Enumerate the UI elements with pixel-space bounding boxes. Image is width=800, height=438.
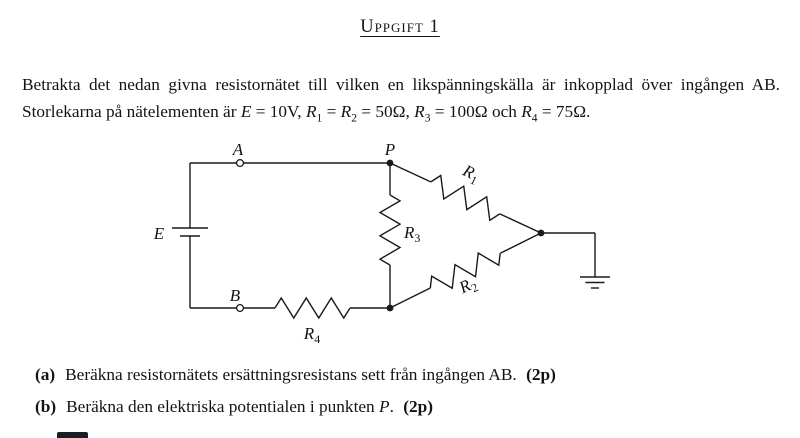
problem-statement: Betrakta det nedan givna resistornätet t…	[22, 71, 780, 125]
label-r4-sub: 4	[314, 332, 320, 346]
variable-r2: R	[340, 102, 352, 122]
question-a: (a) Beräkna resistornätets ersättningsres…	[35, 365, 556, 385]
variable-r3: R	[414, 102, 425, 122]
node-p-dot	[386, 159, 394, 167]
label-a: A	[232, 140, 244, 159]
variable-r1: R	[305, 102, 317, 122]
text-run-och: och	[491, 102, 517, 122]
question-b-points: (2p)	[403, 397, 433, 416]
variable-e: E	[240, 102, 252, 122]
equals: =	[322, 102, 341, 122]
wire-r1-end	[499, 213, 542, 234]
ground-symbol	[580, 233, 610, 289]
label-r3-base: R	[403, 223, 415, 242]
variable-r4: R	[521, 102, 532, 122]
title-container: Uppgift 1	[0, 17, 800, 38]
cropped-ui-artifact	[57, 432, 88, 438]
resistor-r4-zigzag	[274, 296, 351, 320]
node-bottom-dot	[386, 304, 394, 312]
value-r3: = 100Ω	[430, 102, 488, 122]
value-e: = 10V,	[251, 102, 302, 122]
equation-r1-r2: R1 = R2 = 50Ω,	[305, 102, 410, 124]
resistor-r3-zigzag	[378, 194, 402, 266]
equation-e: E = 10V,	[241, 102, 302, 121]
question-b-after: .	[389, 397, 394, 416]
question-b-label: (b)	[35, 397, 57, 416]
terminal-a	[235, 158, 245, 168]
equation-r4: R4 = 75Ω.	[521, 102, 591, 124]
label-r2: R2	[455, 273, 480, 300]
text-run: Betrakta det nedan givna resistornätet t…	[22, 75, 780, 122]
label-r3: R3	[403, 223, 420, 245]
wire-r2-start	[389, 287, 431, 309]
value-r1-r2: = 50Ω,	[356, 102, 410, 122]
question-b: (b) Beräkna den elektriska potentialen i …	[35, 397, 433, 417]
label-b: B	[230, 286, 241, 305]
subscript-4: 4	[531, 112, 538, 125]
label-r2-sub: 2	[469, 280, 481, 295]
label-r1-sub: 1	[468, 173, 480, 188]
subscript-1: 1	[316, 112, 323, 125]
equation-r3: R3 = 100Ω	[414, 102, 488, 124]
wire-r2-end	[499, 232, 542, 254]
battery-symbol	[172, 227, 208, 237]
terminal-b	[235, 303, 245, 313]
resistor-r2-zigzag	[429, 251, 501, 290]
exercise-title: Uppgift 1	[360, 17, 440, 37]
node-right-dot	[537, 229, 545, 237]
question-b-variable: P	[379, 397, 390, 416]
subscript-2: 2	[351, 112, 357, 125]
label-e: E	[153, 224, 165, 243]
label-p: P	[384, 140, 395, 159]
wire-r1-start	[389, 162, 432, 183]
question-a-text: Beräkna resistornätets ersättningsresist…	[65, 365, 517, 384]
subscript-3: 3	[424, 112, 431, 125]
value-r4: = 75Ω.	[537, 102, 591, 122]
label-r3-sub: 3	[414, 231, 420, 245]
question-a-label: (a)	[35, 365, 56, 384]
label-r4-base: R	[303, 324, 315, 343]
label-r4: R4	[303, 324, 320, 346]
label-r1: R1	[458, 160, 483, 187]
resistor-r1-zigzag	[430, 174, 501, 222]
circuit-diagram: A P B E R1 R2 R3 R4	[153, 140, 610, 346]
wires	[189, 162, 595, 309]
question-a-points: (2p)	[526, 365, 556, 384]
question-b-text: Beräkna den elektriska potentialen i pun…	[66, 397, 380, 416]
